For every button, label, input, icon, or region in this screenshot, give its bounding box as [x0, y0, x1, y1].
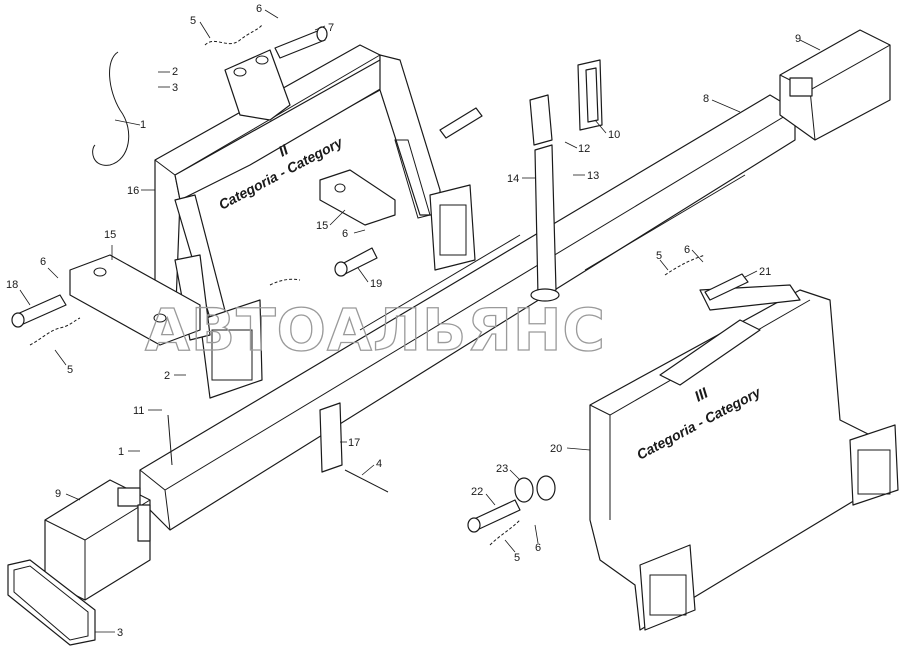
callout-label: 1: [118, 446, 124, 458]
callout-label: 16: [127, 185, 139, 197]
callout-label: 6: [342, 228, 348, 240]
callout-label: 3: [117, 627, 123, 639]
callout-label: 9: [795, 33, 801, 45]
callout-label: 2: [172, 66, 178, 78]
callout-label: 3: [172, 82, 178, 94]
watermark: АВТОАЛЬЯНС: [145, 296, 606, 364]
callout-label: 11: [133, 405, 144, 417]
callout-label: 15: [316, 220, 328, 232]
callout-label: 15: [104, 229, 116, 241]
callout-label: 5: [67, 364, 73, 376]
callout-label: 20: [550, 443, 562, 455]
end-cap-left: [44, 479, 151, 601]
callout-label: 22: [471, 486, 483, 498]
bracket-17: [319, 402, 343, 473]
callouts: 1 2 3 5 6 7 9 8 10 12 13 14 16 15 6 19 1…: [6, 3, 821, 639]
end-cap-right: [779, 29, 891, 141]
callout-label: 7: [328, 22, 334, 34]
frame-category-iii: III Categoria - Category: [589, 284, 899, 631]
vertical-post: [529, 59, 603, 302]
callout-label: 23: [496, 463, 508, 475]
callout-label: 17: [348, 437, 360, 449]
callout-label: 12: [578, 143, 590, 155]
callout-label: 18: [6, 279, 18, 291]
spring-clip: [92, 51, 130, 166]
callout-label: 9: [55, 488, 61, 500]
callout-label: 6: [684, 244, 690, 256]
rubber-pad: [7, 559, 96, 646]
callout-label: 6: [40, 256, 46, 268]
callout-label: 8: [703, 93, 709, 105]
callout-label: 5: [514, 552, 520, 564]
callout-label: 4: [376, 458, 382, 470]
callout-label: 21: [759, 266, 771, 278]
callout-label: 2: [164, 370, 170, 382]
callout-label: 6: [535, 542, 541, 554]
callout-label: 13: [587, 170, 599, 182]
frame-category-ii: II Categoria - Category: [154, 44, 476, 399]
callout-label: 14: [507, 173, 519, 185]
callout-label: 19: [370, 278, 382, 290]
callout-label: 5: [656, 250, 662, 262]
callout-label: 1: [140, 119, 146, 131]
chains: [29, 24, 706, 546]
lower-links: [69, 169, 396, 346]
pins: [11, 26, 749, 533]
frame-ii-roman-label: II: [276, 141, 292, 160]
callout-label: 6: [256, 3, 262, 15]
main-beam: [139, 94, 796, 531]
callout-label: 5: [190, 15, 196, 27]
callout-label: 10: [608, 129, 620, 141]
